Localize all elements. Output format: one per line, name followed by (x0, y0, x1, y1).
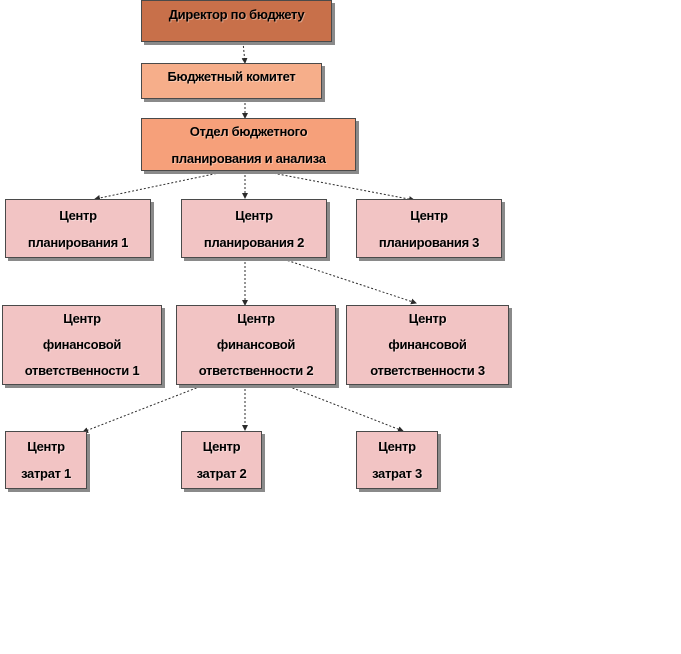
planning-center-2-line-2: планирования 2 (203, 234, 305, 250)
cost-center-3-line-2: затрат 3 (372, 466, 422, 481)
arrow-planning-2-responsibility-3 (279, 257, 417, 305)
committee-box: Бюджетный комитет (141, 63, 322, 99)
responsibility-center-3-line-3: ответственности 3 (370, 363, 485, 378)
planning-center-3-box: Центр планирования 3 (356, 199, 502, 258)
responsibility-center-2-line-3: ответственности 2 (198, 363, 314, 378)
arrow-responsibility-2-cost-3 (284, 384, 404, 432)
cost-center-2-box: Центр затрат 2 (181, 431, 262, 489)
responsibility-center-1-line-3: ответственности 1 (24, 363, 140, 378)
cost-center-1-line-2: затрат 1 (21, 466, 71, 481)
department-label-line-2: планирования и анализа (171, 150, 326, 166)
arrow-department-planning-1 (94, 170, 229, 201)
planning-center-1-line-2: планирования 1 (27, 234, 129, 250)
committee-label: Бюджетный комитет (167, 69, 296, 84)
director-label: Директор по бюджету (168, 7, 305, 22)
cost-center-1-line-1: Центр (27, 439, 65, 454)
department-box: Отдел бюджетного планирования и анализа (141, 118, 356, 171)
cost-center-3-line-1: Центр (378, 439, 416, 454)
planning-center-3-line-1: Центр (410, 207, 448, 223)
responsibility-center-1-line-1: Центр (63, 311, 101, 326)
responsibility-center-3-box: Центр финансовой ответственности 3 (346, 305, 509, 385)
responsibility-center-1-box: Центр финансовой ответственности 1 (2, 305, 162, 385)
cost-center-1-box: Центр затрат 1 (5, 431, 87, 489)
responsibility-center-2-box: Центр финансовой ответственности 2 (176, 305, 336, 385)
responsibility-center-1-line-2: финансовой (42, 337, 122, 352)
planning-center-1-line-1: Центр (59, 207, 97, 223)
planning-center-1-box: Центр планирования 1 (5, 199, 151, 258)
department-label-line-1: Отдел бюджетного (189, 123, 308, 139)
planning-center-3-line-2: планирования 3 (378, 234, 480, 250)
responsibility-center-3-line-2: финансовой (388, 337, 467, 352)
arrow-director-committee (241, 41, 248, 64)
responsibility-center-3-line-1: Центр (408, 311, 447, 326)
arrow-responsibility-2-cost-1 (82, 384, 205, 433)
arrow-department-planning-3 (261, 170, 415, 203)
responsibility-center-2-line-1: Центр (237, 311, 275, 326)
cost-center-2-line-1: Центр (202, 439, 241, 454)
director-box: Директор по бюджету (141, 0, 332, 42)
planning-center-2-box: Центр планирования 2 (181, 199, 327, 258)
cost-center-3-box: Центр затрат 3 (356, 431, 438, 489)
responsibility-center-2-line-2: финансовой (216, 337, 296, 352)
planning-center-2-line-1: Центр (235, 207, 273, 223)
cost-center-2-line-2: затрат 2 (196, 466, 247, 481)
